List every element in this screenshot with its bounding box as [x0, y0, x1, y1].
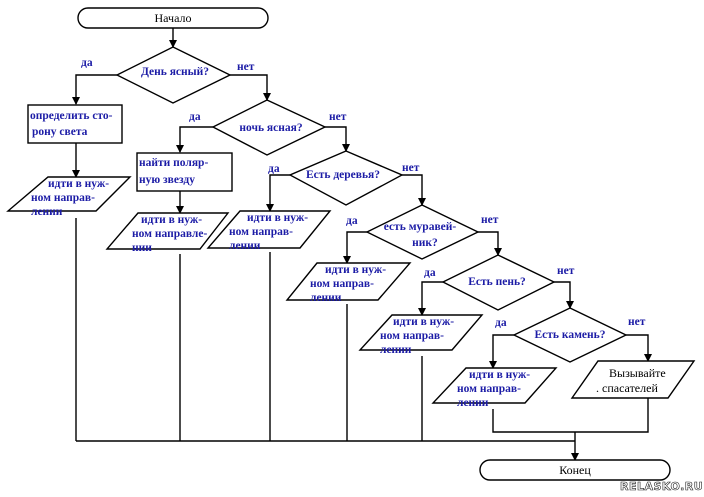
svg-text:да: да — [189, 111, 201, 123]
svg-text:идти в нуж-: идти в нуж- — [469, 369, 530, 381]
svg-text:нет: нет — [402, 162, 420, 174]
svg-text:идти в нуж-: идти в нуж- — [247, 212, 308, 224]
svg-text:да: да — [424, 267, 436, 279]
svg-text:. спасателей: . спасателей — [596, 381, 658, 395]
svg-text:определить сто-: определить сто- — [30, 110, 113, 122]
decision-anthill: есть муравей- ник? — [365, 204, 480, 260]
svg-text:нет: нет — [237, 61, 255, 73]
svg-text:ном направ-: ном направ- — [229, 226, 293, 238]
svg-text:Вызывайте: Вызывайте — [609, 366, 666, 380]
io-go-3: идти в нуж- ном направ- лении — [206, 210, 332, 252]
svg-text:нет: нет — [557, 265, 575, 277]
svg-text:рону света: рону света — [32, 126, 88, 138]
io-call-rescuers: Вызывайте . спасателей — [570, 360, 696, 399]
svg-text:идти в нуж-: идти в нуж- — [325, 264, 386, 276]
svg-text:лении: лении — [310, 292, 342, 304]
decision-day-clear: День ясный? — [115, 46, 232, 104]
svg-text:нет: нет — [628, 316, 646, 328]
svg-text:лении: лении — [31, 206, 63, 218]
svg-text:есть муравей-: есть муравей- — [384, 221, 457, 233]
svg-text:да: да — [495, 317, 507, 329]
io-go-6: идти в нуж- ном направ- лении — [431, 367, 558, 409]
svg-text:ную звезду: ную звезду — [139, 174, 195, 186]
io-go-4: идти в нуж- ном направ- лении — [285, 262, 412, 304]
watermark: RELASKO.RU — [620, 480, 703, 493]
svg-text:да: да — [81, 57, 93, 69]
process-determine-direction: определить сто- рону света — [27, 104, 123, 144]
svg-text:ник?: ник? — [412, 237, 438, 249]
svg-text:нет: нет — [481, 214, 499, 226]
svg-text:ном направ-: ном направ- — [457, 383, 521, 395]
io-go-1: идти в нуж- ном направ- лении — [6, 176, 132, 218]
process-find-north-star: найти поляр- ную звезду — [136, 152, 233, 192]
svg-text:Есть пень?: Есть пень? — [468, 276, 526, 288]
svg-text:ночь ясная?: ночь ясная? — [239, 122, 302, 134]
svg-text:да: да — [346, 215, 358, 227]
svg-text:лении: лении — [229, 240, 261, 252]
svg-text:нет: нет — [329, 111, 347, 123]
connectors — [72, 28, 652, 461]
decision-stone: Есть камень? — [512, 307, 628, 363]
io-go-2: идти в нуж- ном направле- нии — [105, 212, 230, 254]
svg-text:нии: нии — [132, 242, 152, 254]
svg-text:ном направле-: ном направле- — [132, 228, 207, 240]
svg-text:лении: лении — [457, 397, 489, 409]
branch-labels: да нет да нет да нет да нет да нет да не… — [81, 57, 646, 329]
end-label: Конец — [559, 463, 591, 477]
decision-night-clear: ночь ясная? — [211, 99, 327, 156]
svg-text:День ясный?: День ясный? — [141, 66, 209, 78]
svg-text:идти в нуж-: идти в нуж- — [48, 178, 109, 190]
svg-text:ном направ-: ном направ- — [380, 330, 444, 342]
start-terminal: Начало — [77, 7, 269, 29]
io-go-5: идти в нуж- ном направ- лении — [358, 314, 484, 356]
start-label: Начало — [155, 11, 192, 25]
svg-text:да: да — [268, 163, 280, 175]
svg-text:лении: лении — [380, 344, 412, 356]
svg-text:ном направ-: ном направ- — [31, 192, 95, 204]
decision-trees: Есть деревья? — [288, 150, 404, 206]
svg-text:ном направ-: ном направ- — [310, 278, 374, 290]
svg-text:Есть деревья?: Есть деревья? — [306, 169, 380, 181]
decision-stump: Есть пень? — [441, 254, 556, 311]
svg-text:идти в нуж-: идти в нуж- — [393, 316, 454, 328]
svg-text:идти в нуж-: идти в нуж- — [141, 214, 202, 226]
svg-text:найти поляр-: найти поляр- — [139, 157, 208, 169]
svg-text:Есть камень?: Есть камень? — [535, 329, 606, 341]
end-terminal: Конец — [479, 459, 671, 481]
